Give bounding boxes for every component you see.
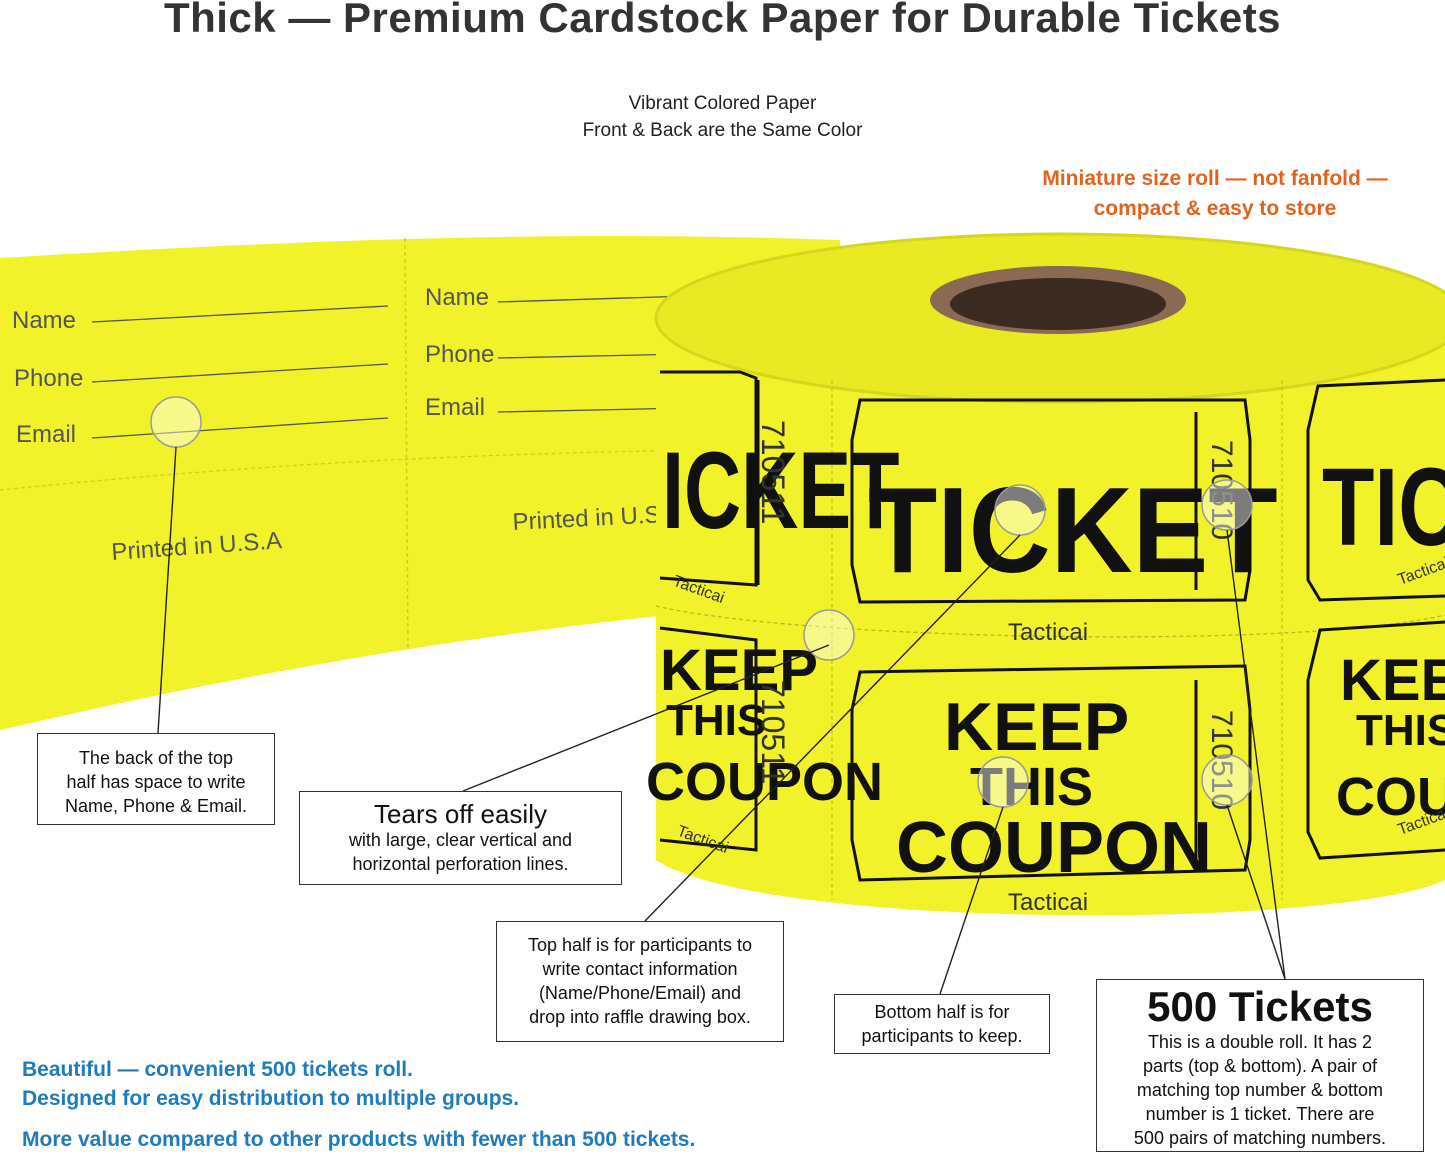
callout-count-line-3: matching top number & bottom (1136, 1080, 1384, 1100)
field-label-phone: Phone (14, 365, 83, 392)
coupon-keep-right: KEEP (1340, 648, 1445, 713)
coupon-coupon-right: COUPON (1336, 767, 1445, 827)
roll-top-rim (654, 232, 1445, 404)
ticket-word-center: TICKET (868, 461, 1278, 598)
ticket-number-right-bottom: 710510 (1205, 710, 1238, 810)
perforation-vertical-back (404, 237, 409, 651)
callout-tear-line-2: horizontal perforation lines. (352, 854, 569, 874)
callout-top-line-4: drop into raffle drawing box. (529, 1007, 751, 1027)
feature-note-2: Designed for easy distribution to multip… (22, 1087, 520, 1110)
roll-core-hole (950, 278, 1166, 330)
ticket-strip-back (0, 236, 840, 731)
ticket-number-left-bottom: 710511 (755, 680, 791, 784)
highlight-number-bottom (1201, 754, 1253, 806)
roll-note-line-1: Miniature size roll — not fanfold — (1042, 167, 1388, 190)
coupon-this-right: THIS (1356, 706, 1445, 755)
feature-notes: Beautiful — convenient 500 tickets roll.… (22, 1055, 695, 1154)
field-label-email: Email (16, 421, 76, 448)
coupon-coupon: COUPON (896, 808, 1212, 888)
coupon-coupon-left: COUPON (646, 752, 883, 812)
field-line-email (91, 417, 389, 439)
callout-count-line-2: parts (top & bottom). A pair of (1142, 1056, 1378, 1076)
ticket-frame-top (850, 398, 1252, 604)
coupon-keep-left: KEEP (660, 638, 818, 703)
callout-top-line-2: write contact information (542, 959, 738, 979)
callout-back-of-ticket: The back of the top half has space to wr… (37, 733, 275, 825)
callout-count-heading: 500 Tickets (1147, 983, 1373, 1030)
callout-tear-heading: Tears off easily (374, 799, 547, 829)
field-line-phone (91, 363, 389, 383)
callout-back-line-3: Name, Phone & Email. (64, 796, 248, 816)
color-note-line-1: Vibrant Colored Paper (628, 93, 817, 114)
highlight-back-fields (150, 396, 202, 448)
callout-count-line-4: number is 1 ticket. There are (1145, 1104, 1375, 1124)
highlight-bottom-half (977, 756, 1029, 808)
callout-tear-line-1: with large, clear vertical and (348, 830, 573, 850)
coupon-this-left: THIS (666, 696, 766, 745)
highlight-perforation (803, 609, 855, 661)
ticket-frame-right-top (1306, 378, 1445, 602)
leader-count-top (1226, 529, 1286, 980)
brand-top: Tacticai (1008, 619, 1088, 646)
callout-bottom-line-1: Bottom half is for (874, 1002, 1010, 1022)
field-line-name (91, 305, 389, 323)
perforation-horizontal-back (0, 449, 701, 491)
callout-back-line-1: The back of the top (78, 748, 234, 768)
leader-bottom-half (939, 806, 1004, 995)
leader-count-bottom (1226, 804, 1286, 980)
ticket-word-left: ICKET (662, 429, 900, 552)
feature-note-3: More value compared to other products wi… (22, 1128, 696, 1151)
field-label-phone-2: Phone (425, 341, 494, 368)
field-label-name: Name (12, 307, 76, 334)
highlight-top-half (994, 484, 1046, 536)
coupon-this: THIS (970, 757, 1093, 817)
color-note: Vibrant Colored Paper Front & Back are t… (0, 90, 1445, 144)
ticket-word-right: TICKE (1322, 446, 1445, 569)
callout-count-line-1: This is a double roll. It has 2 (1147, 1032, 1373, 1052)
brand-bottom: Tacticai (1008, 889, 1088, 916)
callout-ticket-count: 500 Tickets This is a double roll. It ha… (1096, 979, 1424, 1152)
roll-size-note: Miniature size roll — not fanfold — comp… (1000, 164, 1430, 224)
callout-count-line-5: 500 pairs of matching numbers. (1133, 1128, 1387, 1148)
feature-note-1: Beautiful — convenient 500 tickets roll. (22, 1058, 413, 1081)
coupon-keep: KEEP (944, 689, 1129, 765)
callout-bottom-line-2: participants to keep. (861, 1026, 1023, 1046)
callout-tears-off: Tears off easily with large, clear verti… (299, 791, 622, 885)
callout-bottom-half: Bottom half is for participants to keep. (834, 994, 1050, 1054)
callout-top-line-1: Top half is for participants to (527, 935, 753, 955)
leader-top-half (644, 534, 1021, 922)
ticket-frame-right-bottom (1306, 620, 1445, 860)
field-label-name-2: Name (425, 284, 489, 311)
ticket-frame-left-bottom (659, 626, 758, 852)
color-note-line-2: Front & Back are the Same Color (582, 120, 863, 141)
callout-top-half: Top half is for participants to write co… (496, 921, 784, 1042)
field-line-name-2 (497, 295, 691, 303)
field-label-email-2: Email (425, 394, 485, 421)
page-title: Thick — Premium Cardstock Paper for Dura… (163, 0, 1282, 41)
callout-top-line-3: (Name/Phone/Email) and (538, 983, 742, 1003)
leader-back (157, 446, 177, 734)
roll-note-line-2: compact & easy to store (1093, 197, 1337, 220)
highlight-number-top (1201, 479, 1253, 531)
callout-back-line-2: half has space to write (66, 772, 246, 792)
ticket-frame-left-top (659, 370, 758, 587)
ticket-number-left-top: 710511 (755, 420, 791, 524)
leader-tear (462, 644, 830, 792)
